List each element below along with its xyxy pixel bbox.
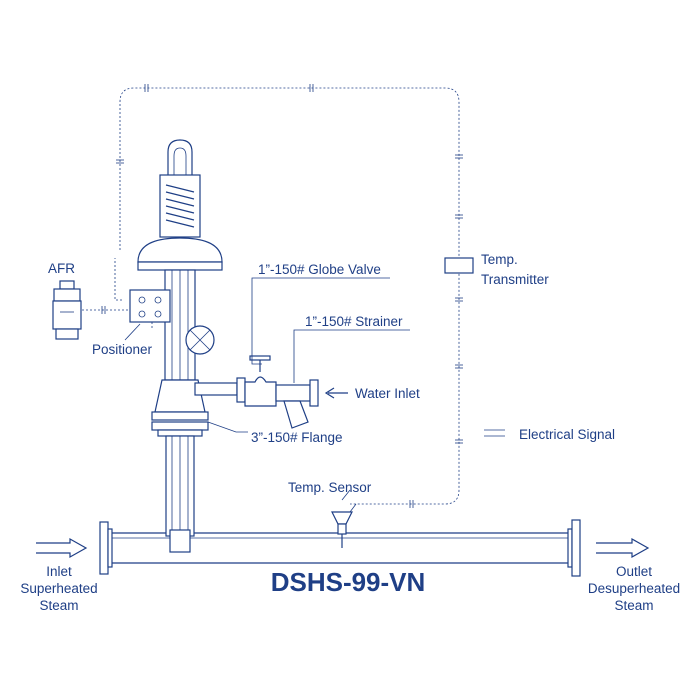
outlet-label-1: Outlet <box>616 564 652 579</box>
inlet-label-2: Superheated <box>20 581 97 596</box>
strainer-label: 1”-150# Strainer <box>305 314 403 329</box>
inlet-label-3: Steam <box>39 598 78 613</box>
temp-transmitter-label-2: Transmitter <box>481 272 549 287</box>
inlet-label-1: Inlet <box>46 564 72 579</box>
diagram-title: DSHS-99-VN <box>271 567 426 597</box>
afr-label: AFR <box>48 261 75 276</box>
temp-transmitter-box <box>444 257 474 274</box>
afr-unit <box>52 280 82 340</box>
electrical-signal-legend <box>484 429 505 437</box>
water-inlet-label: Water Inlet <box>355 386 420 401</box>
temp-transmitter-label-1: Temp. <box>481 252 518 267</box>
desuperheater-assembly <box>129 139 223 553</box>
water-line <box>194 355 348 429</box>
outlet-label-3: Steam <box>614 598 653 613</box>
temp-sensor-label: Temp. Sensor <box>288 480 372 495</box>
outlet-arrow <box>596 537 650 559</box>
leader-lines <box>124 277 410 501</box>
inlet-arrow <box>36 537 88 559</box>
outlet-label-2: Desuperheated <box>588 581 680 596</box>
temp-sensor <box>331 503 357 548</box>
positioner-label: Positioner <box>92 342 153 357</box>
signal-loop <box>82 84 463 508</box>
electrical-signal-label: Electrical Signal <box>519 427 615 442</box>
flange-label: 3”-150# Flange <box>251 430 343 445</box>
globe-valve-label: 1”-150# Globe Valve <box>258 262 381 277</box>
